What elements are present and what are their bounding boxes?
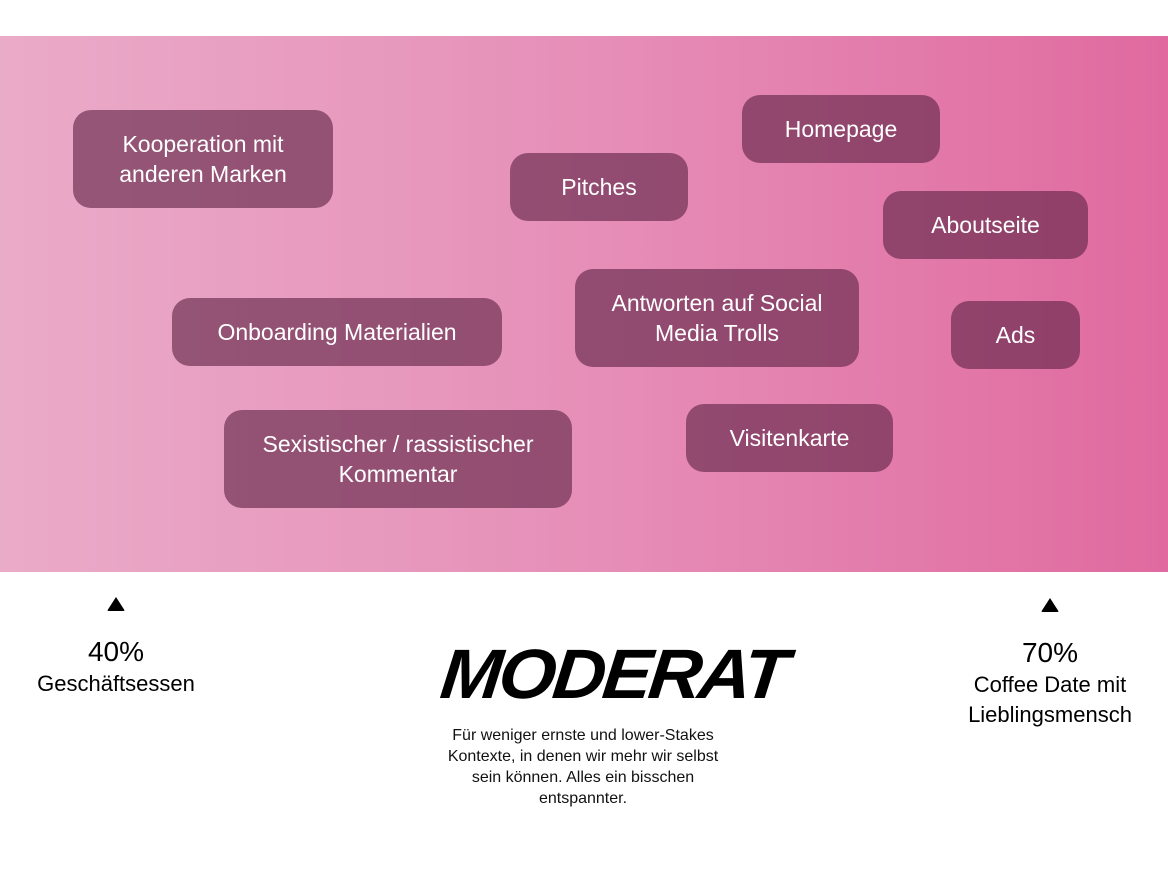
pill-label: Onboarding Materialien [217, 319, 457, 345]
left-label: Geschäftsessen [37, 671, 195, 696]
pill-label: Sexistischer / rassistischer Kommentar [262, 431, 534, 487]
pill-pitches: Pitches [510, 153, 688, 221]
left-marker: 40% Geschäftsessen [16, 597, 216, 699]
pill-sexistischer-kommentar: Sexistischer / rassistischer Kommentar [224, 410, 572, 508]
pill-kooperation: Kooperation mit anderen Marken [73, 110, 333, 208]
pill-label: Antworten auf Social Media Trolls [611, 290, 823, 346]
triangle-up-icon [107, 597, 125, 611]
pill-antworten-trolls: Antworten auf Social Media Trolls [575, 269, 859, 367]
right-percent: 70% [1021, 637, 1079, 668]
pill-homepage: Homepage [742, 95, 940, 163]
left-percent: 40% [87, 636, 145, 667]
pill-label: Homepage [784, 116, 898, 142]
pill-visitenkarte: Visitenkarte [686, 404, 893, 472]
pill-aboutseite: Aboutseite [883, 191, 1088, 259]
pill-ads: Ads [951, 301, 1080, 369]
pill-label: Kooperation mit anderen Marken [119, 131, 287, 187]
description: Für weniger ernste und lower-Stakes Kont… [447, 727, 719, 807]
moderat-logo: MODERAT [436, 635, 790, 713]
right-marker: 70% Coffee Date mit Lieblingsmensch [940, 598, 1160, 730]
pill-label: Visitenkarte [729, 425, 850, 451]
pill-label: Pitches [561, 174, 637, 200]
gradient-scale-band: Kooperation mit anderen Marken Homepage … [0, 36, 1168, 572]
right-label: Coffee Date mit Lieblingsmensch [968, 672, 1132, 727]
pill-label: Aboutseite [931, 212, 1040, 238]
pill-onboarding: Onboarding Materialien [172, 298, 502, 366]
pill-label: Ads [995, 322, 1036, 348]
triangle-up-icon [1041, 598, 1059, 612]
